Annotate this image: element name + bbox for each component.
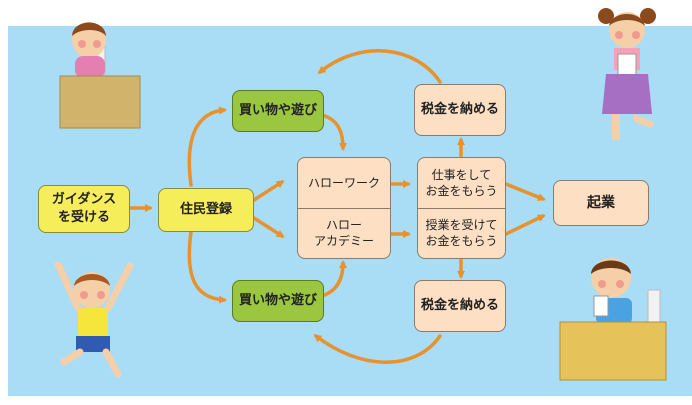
training-income-label: 授業を受けて お金をもらう bbox=[425, 218, 498, 249]
arrow-training-to-startup bbox=[504, 214, 546, 236]
arrow-registration-to-shopping-bottom bbox=[187, 230, 227, 304]
registration-box: 住民登録 bbox=[158, 188, 254, 232]
arrow-shopping-bottom-to-helloacademy bbox=[320, 260, 347, 298]
arrow-tax-top-to-shopping-top bbox=[317, 49, 442, 84]
child-at-desk-icon bbox=[59, 22, 141, 129]
work-income-label: 仕事をして お金をもらう bbox=[418, 158, 505, 209]
hello-academy-label: ハロー アカデミー bbox=[313, 218, 374, 249]
tax-bottom-box: 税金を納める bbox=[414, 280, 506, 332]
shopping-bottom-box: 買い物や遊び bbox=[232, 280, 324, 322]
tax-top-box: 税金を納める bbox=[414, 84, 506, 136]
arrow-shopping-top-to-hellowork bbox=[320, 113, 347, 151]
shopping-top-box: 買い物や遊び bbox=[232, 90, 324, 132]
arrow-work-to-startup bbox=[504, 182, 546, 201]
boy-at-desk-icon bbox=[559, 258, 667, 381]
jumping-boy-icon bbox=[54, 262, 134, 378]
arrow-tax-bottom-to-shopping-bottom bbox=[313, 334, 442, 364]
hello-group-box: ハローワーク ハロー アカデミー bbox=[297, 157, 391, 259]
startup-box: 起業 bbox=[553, 180, 649, 226]
arrow-registration-to-helloacademy bbox=[252, 216, 285, 238]
guidance-box: ガイダンス を受ける bbox=[38, 185, 130, 233]
girl-holding-paper-icon bbox=[598, 8, 656, 140]
hello-work-label: ハローワーク bbox=[298, 158, 390, 209]
income-group-box: 仕事をして お金をもらう 授業を受けて お金をもらう bbox=[417, 157, 506, 259]
arrow-registration-to-hellowork bbox=[252, 180, 285, 202]
arrow-registration-to-shopping-top bbox=[187, 106, 227, 187]
